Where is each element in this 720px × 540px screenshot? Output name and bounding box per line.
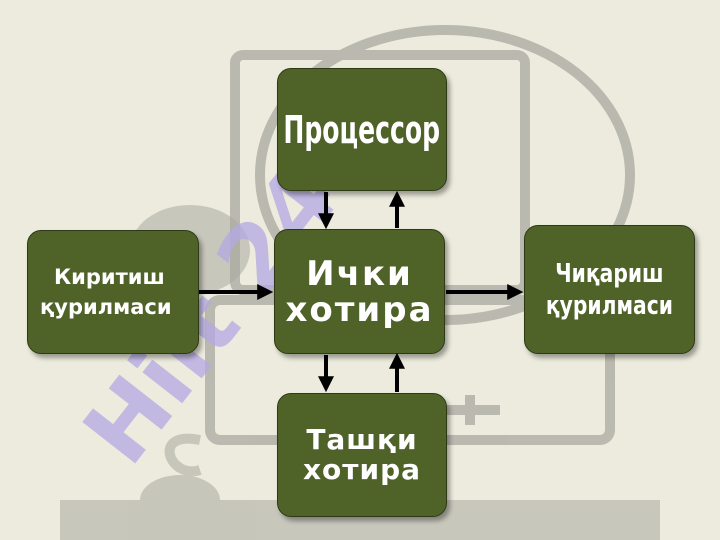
processor-box: Процессор [277,68,447,191]
external-memory-label-line1: Ташқи [306,423,418,456]
monitor-outline-ellipse [255,25,635,325]
input-device-box: Киритиш қурилмаси [27,230,199,354]
input-device-label-line2: қурилмаси [40,295,172,319]
internal-memory-box: Ички хотира [274,229,445,354]
internal-memory-label-line2: хотира [285,289,434,330]
output-device-label-line1: Чиқариш [555,258,664,289]
output-device-label-line2: қурилмаси [545,290,674,321]
input-device-label-line1: Киритиш [54,265,165,289]
internal-memory-label-line1: Ички [306,253,413,294]
external-memory-box: Ташқи хотира [277,393,447,517]
processor-label: Процессор [283,107,441,152]
external-memory-label-line2: хотира [302,453,422,486]
mouse-cable [164,433,202,477]
output-device-box: Чиқариш қурилмаси [524,225,695,354]
